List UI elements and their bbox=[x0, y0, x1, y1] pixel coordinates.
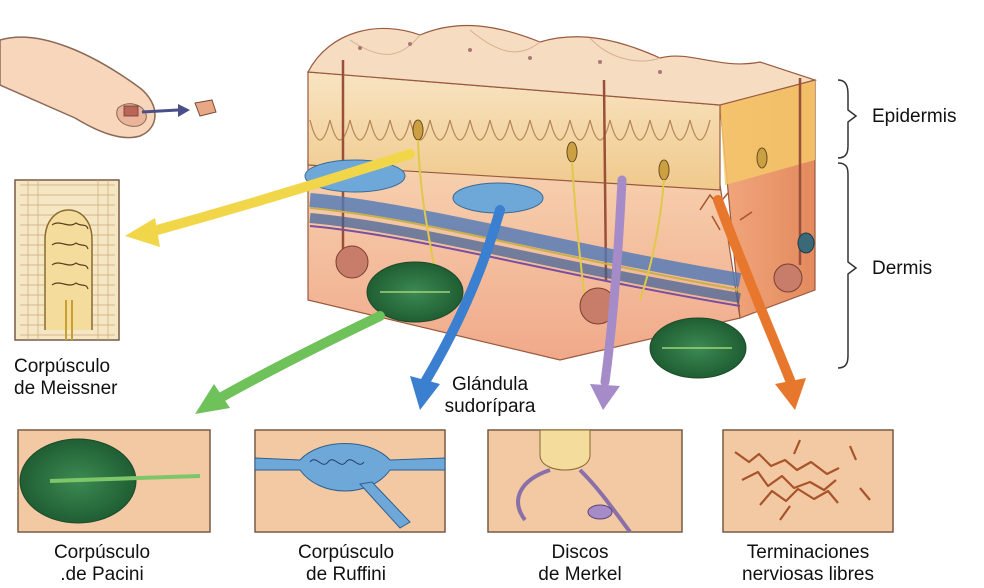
label-ruffini-line1: Corpúsculo bbox=[276, 542, 416, 564]
pacini-arrow bbox=[195, 316, 380, 414]
ruffini-inset bbox=[255, 430, 445, 532]
label-libres-line2: nerviosas libres bbox=[718, 564, 898, 586]
pacini-inset bbox=[18, 430, 210, 532]
label-merkel: Discos de Merkel bbox=[510, 542, 650, 586]
label-libres-line1: Terminaciones bbox=[718, 542, 898, 564]
skin-block bbox=[305, 26, 815, 378]
label-pacini: Corpúsculo .de Pacini bbox=[32, 542, 172, 586]
libres-inset bbox=[723, 430, 893, 532]
dermis-bracket bbox=[838, 163, 856, 368]
epidermis-bracket bbox=[838, 80, 856, 158]
label-meissner-line2: de Meissner bbox=[14, 378, 134, 400]
label-glandula-line1: Glándula bbox=[430, 374, 550, 396]
label-merkel-line1: Discos bbox=[510, 542, 650, 564]
label-meissner: Corpúsculo de Meissner bbox=[14, 356, 134, 400]
finger-illustration bbox=[0, 37, 216, 137]
label-epidermis: Epidermis bbox=[872, 106, 956, 128]
label-ruffini-line2: de Ruffini bbox=[276, 564, 416, 586]
layer-brackets bbox=[838, 80, 856, 368]
label-glandula-line2: sudorípara bbox=[430, 396, 550, 418]
label-pacini-line2: .de Pacini bbox=[32, 564, 172, 586]
meissner-inset bbox=[15, 180, 119, 340]
label-merkel-line2: de Merkel bbox=[510, 564, 650, 586]
merkel-inset bbox=[488, 430, 682, 532]
label-pacini-line1: Corpúsculo bbox=[32, 542, 172, 564]
label-glandula: Glándula sudorípara bbox=[430, 374, 550, 418]
label-libres: Terminaciones nerviosas libres bbox=[718, 542, 898, 586]
label-ruffini: Corpúsculo de Ruffini bbox=[276, 542, 416, 586]
label-meissner-line1: Corpúsculo bbox=[14, 356, 134, 378]
label-dermis: Dermis bbox=[872, 258, 932, 280]
